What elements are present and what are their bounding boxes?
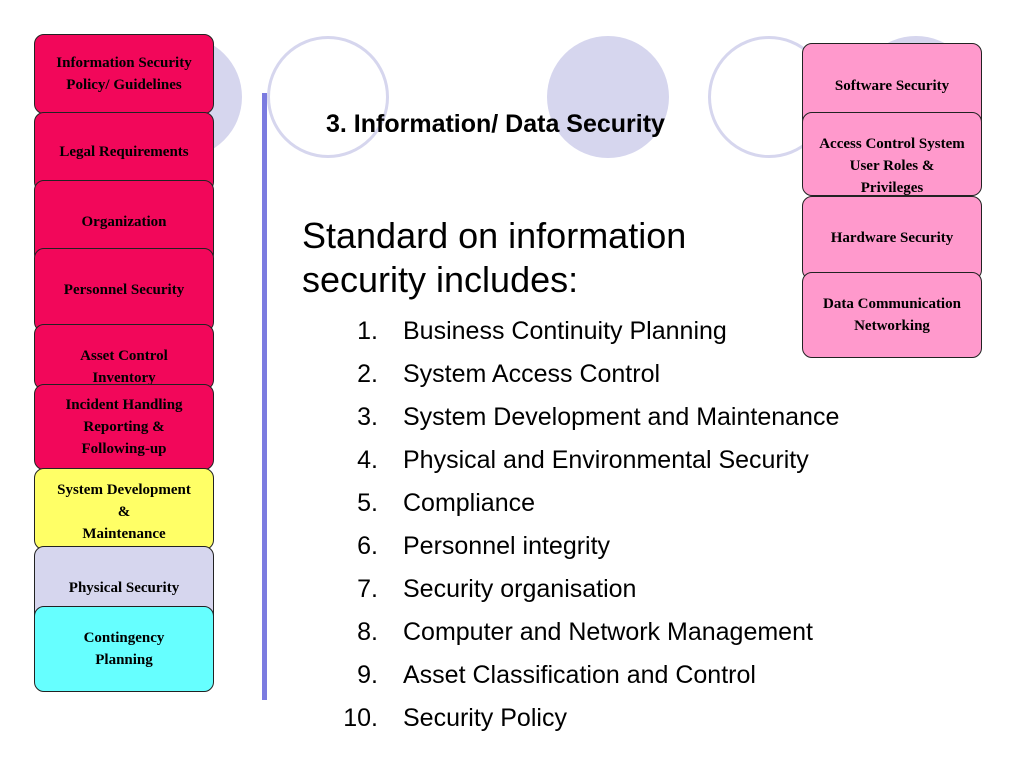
- list-item-number: 4.: [357, 446, 378, 474]
- list-item-text: Compliance: [403, 489, 536, 517]
- list-item: 7. Security organisation: [338, 568, 839, 611]
- accent-divider: [262, 93, 267, 700]
- box-asset-control: Asset Control Inventory: [34, 324, 214, 390]
- box-contingency-planning: Contingency Planning: [34, 606, 214, 692]
- list-item: 3. System Development and Maintenance: [338, 396, 839, 439]
- list-item: 8. Computer and Network Management: [338, 611, 839, 654]
- list-item-number: 7.: [357, 575, 378, 603]
- box-hardware-security: Hardware Security: [802, 196, 982, 280]
- box-information-security-policy: Information Security Policy/ Guidelines: [34, 34, 214, 114]
- list-item-text: Business Continuity Planning: [403, 317, 727, 345]
- list-item-number: 5.: [357, 489, 378, 517]
- list-item-number: 1.: [357, 317, 378, 345]
- list-item-text: Security organisation: [403, 575, 637, 603]
- list-item-text: Asset Classification and Control: [403, 661, 756, 689]
- box-incident-handling: Incident Handling Reporting & Following-…: [34, 384, 214, 470]
- slide-title: 3. Information/ Data Security: [326, 110, 665, 138]
- list-item-number: 8.: [357, 618, 378, 646]
- box-personnel-security: Personnel Security: [34, 248, 214, 332]
- list-item-number: 2.: [357, 360, 378, 388]
- list-item-number: 9.: [357, 661, 378, 689]
- list-item-text: System Development and Maintenance: [403, 403, 840, 431]
- box-system-development: System Development & Maintenance: [34, 468, 214, 550]
- list-item-text: Physical and Environmental Security: [403, 446, 809, 474]
- list-item: 1. Business Continuity Planning: [338, 310, 839, 353]
- list-item-text: Computer and Network Management: [403, 618, 813, 646]
- standards-list: 1. Business Continuity Planning 2. System …: [338, 310, 839, 740]
- list-item-number: 6.: [357, 532, 378, 560]
- decor-circle-2: [267, 36, 389, 158]
- list-item: 10. Security Policy: [338, 697, 839, 740]
- slide-heading: Standard on information security include…: [302, 215, 687, 300]
- decor-circle-3: [547, 36, 669, 158]
- list-item-text: System Access Control: [403, 360, 661, 388]
- list-item-text: Personnel integrity: [403, 532, 611, 560]
- list-item: 5. Compliance: [338, 482, 839, 525]
- list-item-text: Security Policy: [403, 704, 567, 732]
- list-item: 2. System Access Control: [338, 353, 839, 396]
- box-data-communication: Data Communication Networking: [802, 272, 982, 358]
- list-item-number: 3.: [357, 403, 378, 431]
- box-access-control-system: Access Control System User Roles & Privi…: [802, 112, 982, 196]
- list-item: 4. Physical and Environmental Security: [338, 439, 839, 482]
- list-item: 6. Personnel integrity: [338, 525, 839, 568]
- list-item-number: 10.: [343, 704, 378, 732]
- list-item: 9. Asset Classification and Control: [338, 654, 839, 697]
